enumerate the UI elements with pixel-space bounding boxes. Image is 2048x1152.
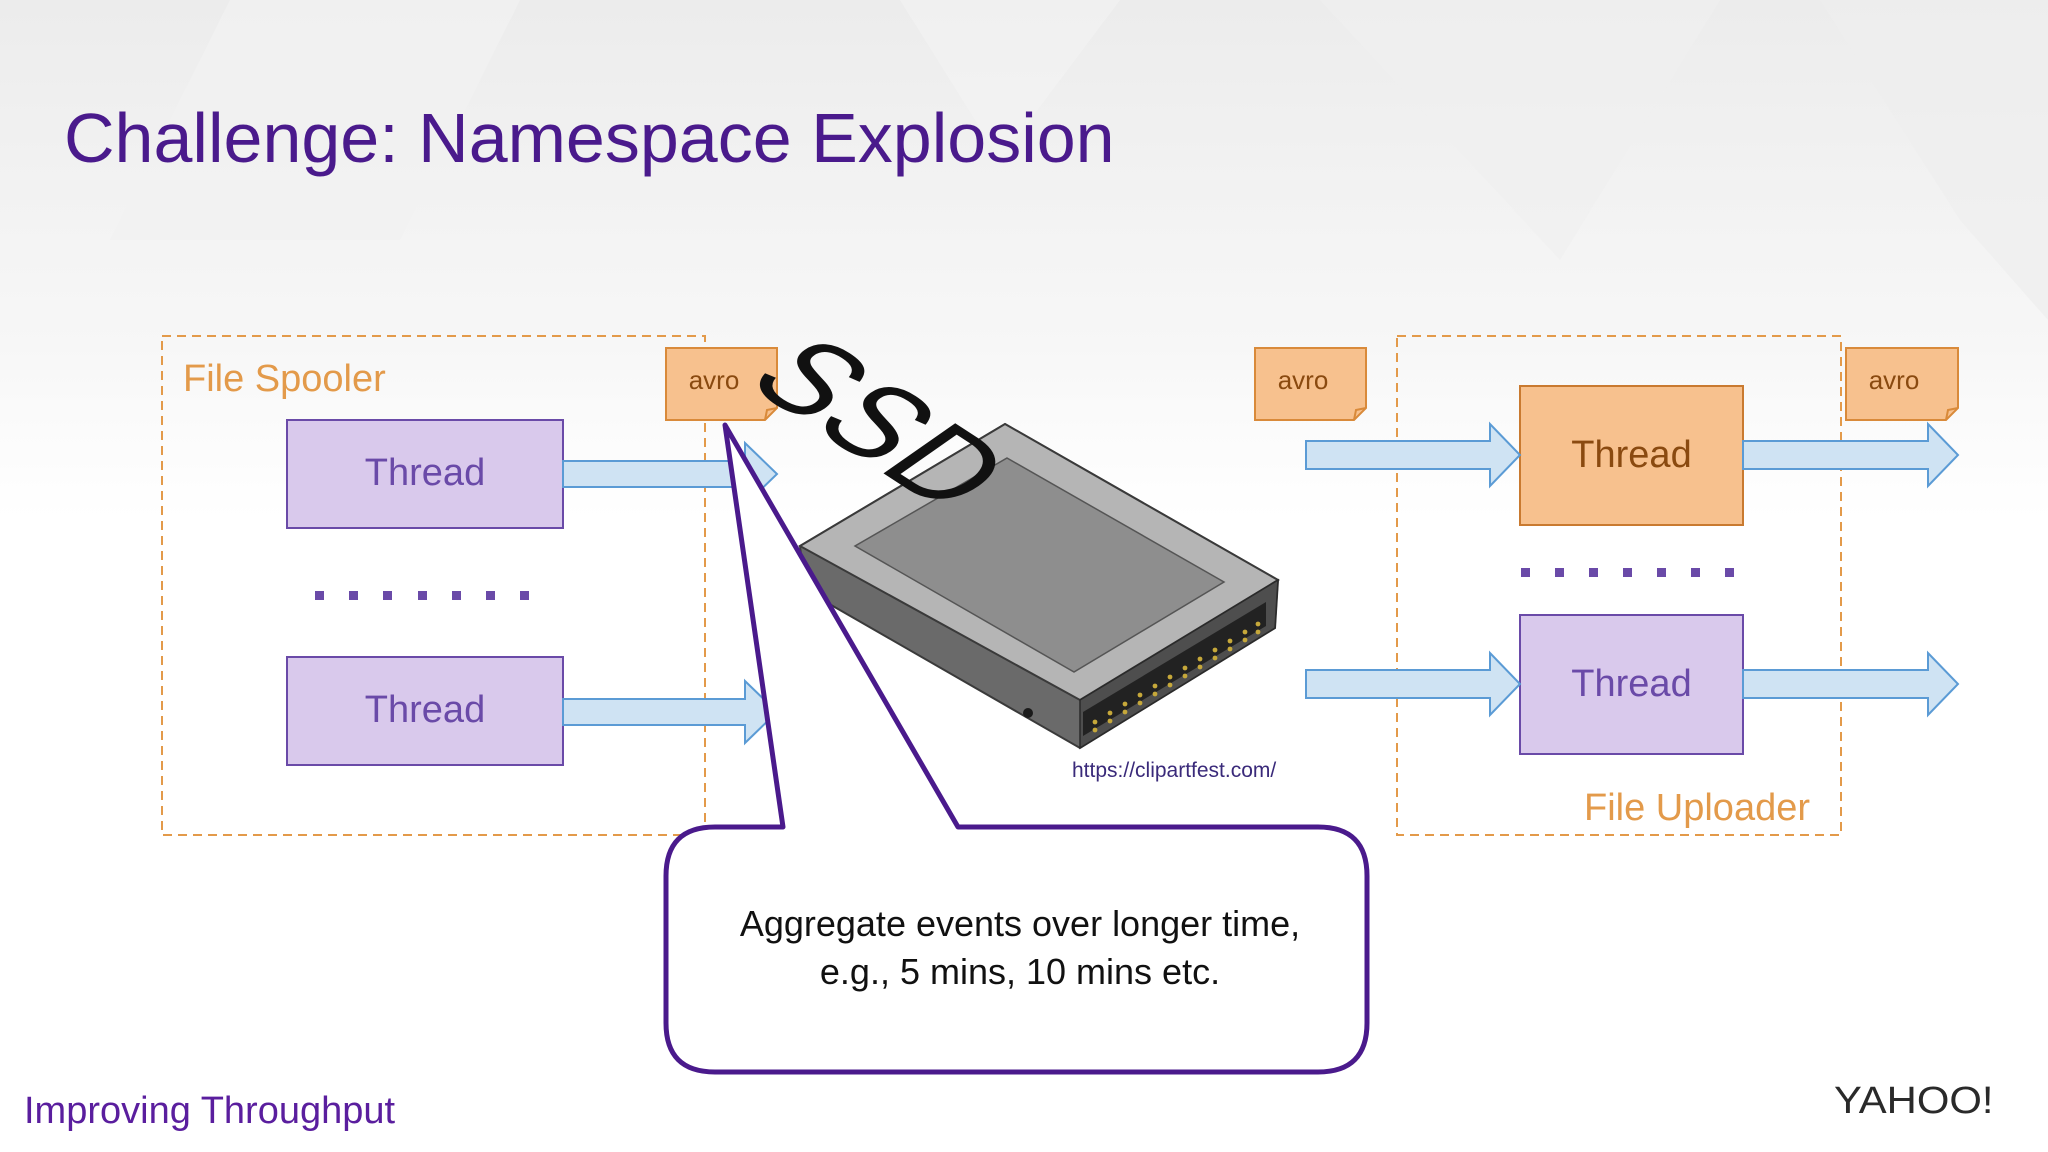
callout-line-2: e.g., 5 mins, 10 mins etc. [819,951,1221,992]
footer-section-title: Improving Throughput [24,1090,396,1132]
uploader-in-arrow-2 [1305,650,1522,718]
file-uploader-label: File Uploader [1584,787,1810,829]
file-uploader-group [1396,335,1842,836]
uploader-out-arrow-1 [1742,421,1960,489]
uploader-thread-box-1 [1519,385,1744,526]
uploader-avro-in-file [1254,347,1367,421]
callout-text: Aggregate events over longer time, e.g.,… [670,900,1370,996]
spooler-thread-box-1 [286,419,564,529]
spooler-ellipsis [315,591,529,600]
spooler-avro-label: avro [688,365,740,395]
file-spooler-group [161,335,706,836]
spooler-avro-file [665,347,778,421]
file-spooler-label: File Spooler [183,358,386,400]
spooler-thread-label-1: Thread [364,452,486,494]
yahoo-logo: YAHOO! [1834,1080,1994,1122]
uploader-avro-in-label: avro [1277,365,1329,395]
uploader-in-arrow-1 [1305,421,1522,489]
spooler-thread-label-2: Thread [364,689,486,731]
uploader-thread-label-1: Thread [1571,434,1692,476]
image-credit: https://clipartfest.com/ [1072,759,1277,782]
uploader-thread-box-2 [1519,614,1744,755]
spooler-arrow-2 [562,678,779,746]
uploader-avro-out-label: avro [1868,365,1920,395]
slide-title: Challenge: Namespace Explosion [64,99,1115,177]
callout-bubble-outline [663,422,1370,1075]
uploader-thread-label-2: Thread [1571,663,1692,705]
uploader-avro-out-file [1845,347,1959,421]
callout-line-1: Aggregate events over longer time, [739,903,1301,944]
uploader-out-arrow-2 [1742,650,1960,718]
uploader-ellipsis [1521,568,1734,577]
